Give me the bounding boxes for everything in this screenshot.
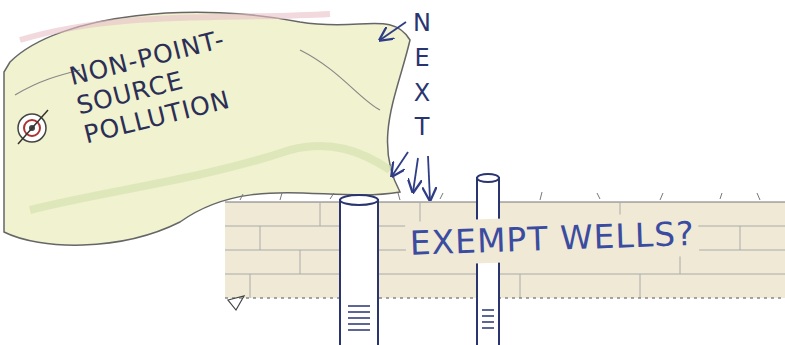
crossed-target-icon	[18, 110, 48, 144]
well-pipe	[340, 195, 378, 345]
cloud-streak	[30, 146, 390, 210]
ground-band	[225, 192, 785, 310]
vertical-word: NEXT	[410, 6, 434, 145]
cloud-streak	[300, 50, 380, 110]
